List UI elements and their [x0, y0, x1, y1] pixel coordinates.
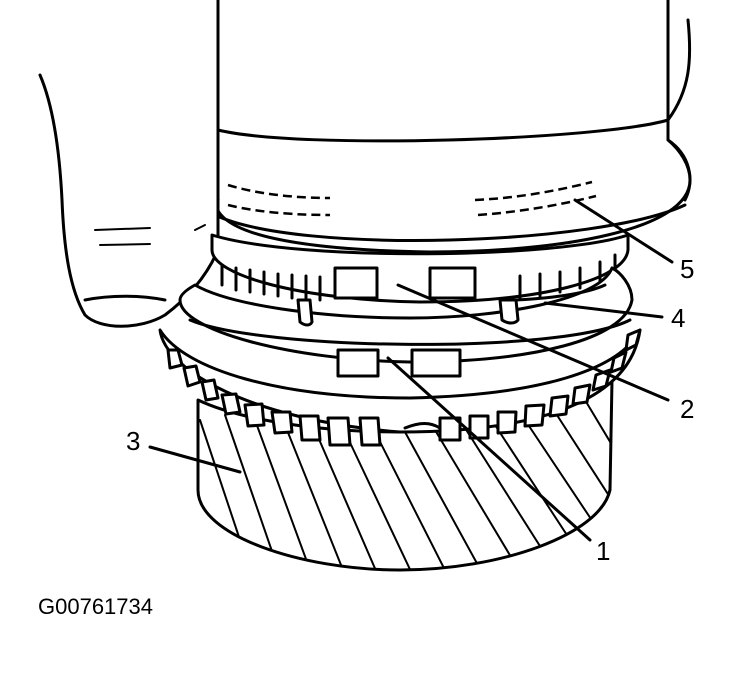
leader-line-5 [573, 198, 674, 264]
leader-line-3 [148, 445, 242, 474]
leader-line-4 [543, 301, 664, 319]
callout-2: 2 [680, 394, 694, 424]
hand-thumb [38, 0, 220, 328]
blocker-ring [210, 233, 630, 304]
flange-ring [213, 138, 692, 254]
gear-hatching [199, 399, 612, 570]
callout-3: 3 [126, 426, 140, 456]
callout-1: 1 [596, 536, 610, 566]
synchronizer-sleeve [178, 266, 634, 364]
leader-line-2 [396, 283, 670, 402]
synchronizer-keys [336, 348, 462, 378]
callout-5: 5 [680, 254, 694, 284]
gear-teeth [158, 328, 642, 447]
callout-4: 4 [671, 303, 685, 333]
leader-lines [148, 198, 674, 542]
figure-id: G00761734 [38, 594, 153, 619]
leader-line-1 [386, 356, 592, 542]
